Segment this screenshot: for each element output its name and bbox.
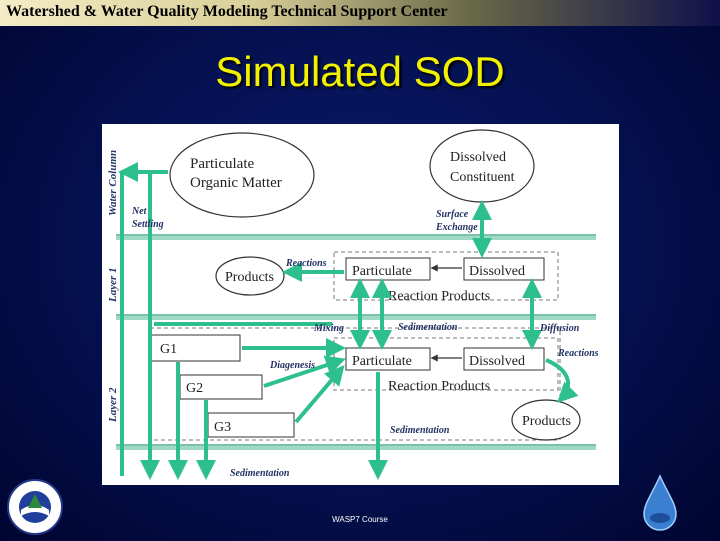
header-banner: Watershed & Water Quality Modeling Techn… bbox=[0, 0, 720, 26]
g2-label: G2 bbox=[186, 381, 203, 396]
particulate-label-2: Particulate bbox=[352, 354, 412, 369]
dissolved-box-label-2: Dissolved bbox=[469, 354, 525, 369]
reactions-label-2: Reactions bbox=[557, 348, 599, 359]
epa-seal-icon bbox=[6, 478, 64, 541]
sedimentation-label-1: Sedimentation bbox=[398, 322, 458, 333]
g3-label: G3 bbox=[214, 420, 231, 435]
diagenesis-label: Diagenesis bbox=[269, 360, 315, 371]
flow-arrows bbox=[118, 162, 579, 480]
water-drop-icon bbox=[640, 474, 680, 537]
reaction-products-label-1: Reaction Products bbox=[388, 289, 490, 304]
settling-label: Settling bbox=[132, 219, 164, 230]
net-label: Net bbox=[131, 206, 148, 217]
particulate-om-label-2: Organic Matter bbox=[190, 175, 282, 191]
diffusion-label: Diffusion bbox=[539, 323, 580, 334]
dissolved-box-2 bbox=[463, 347, 545, 371]
dissolved-box-1 bbox=[463, 257, 545, 281]
particulate-om-label-1: Particulate bbox=[190, 156, 254, 172]
layer2-label: Layer 2 bbox=[107, 387, 119, 423]
diagram-svg: Particulate Organic Matter Dissolved Con… bbox=[107, 129, 599, 480]
particulate-label-1: Particulate bbox=[352, 264, 412, 279]
exchange-label: Exchange bbox=[435, 222, 478, 233]
footer-text: WASP7 Course bbox=[332, 515, 388, 524]
sod-diagram: Particulate Organic Matter Dissolved Con… bbox=[102, 124, 619, 485]
particulate-om-ellipse bbox=[169, 132, 315, 218]
banner-title: Watershed & Water Quality Modeling Techn… bbox=[6, 3, 448, 20]
layer1-reaction-box bbox=[333, 251, 559, 301]
g2-box bbox=[179, 374, 263, 400]
dissolved-label-1: Dissolved bbox=[450, 150, 506, 165]
g3-box bbox=[207, 412, 295, 438]
dissolved-constituent-ellipse bbox=[429, 129, 535, 203]
products-label-2: Products bbox=[522, 414, 571, 429]
dissolved-label-2: Constituent bbox=[450, 170, 515, 185]
layer1-label: Layer 1 bbox=[107, 267, 119, 303]
sedimentation-label-2: Sedimentation bbox=[390, 425, 450, 436]
water-column-label: Water Column bbox=[107, 150, 119, 216]
g1-label: G1 bbox=[160, 342, 177, 357]
reaction-products-label-2: Reaction Products bbox=[388, 379, 490, 394]
sedimentation-label-3: Sedimentation bbox=[230, 468, 290, 479]
dissolved-box-label-1: Dissolved bbox=[469, 264, 525, 279]
reactions-label-1: Reactions bbox=[285, 258, 327, 269]
surface-label: Surface bbox=[436, 209, 469, 220]
slide-title: Simulated SOD bbox=[215, 48, 505, 95]
mixing-label: Mixing bbox=[313, 323, 344, 334]
products-label-1: Products bbox=[225, 270, 274, 285]
products-ellipse-2 bbox=[511, 399, 581, 441]
